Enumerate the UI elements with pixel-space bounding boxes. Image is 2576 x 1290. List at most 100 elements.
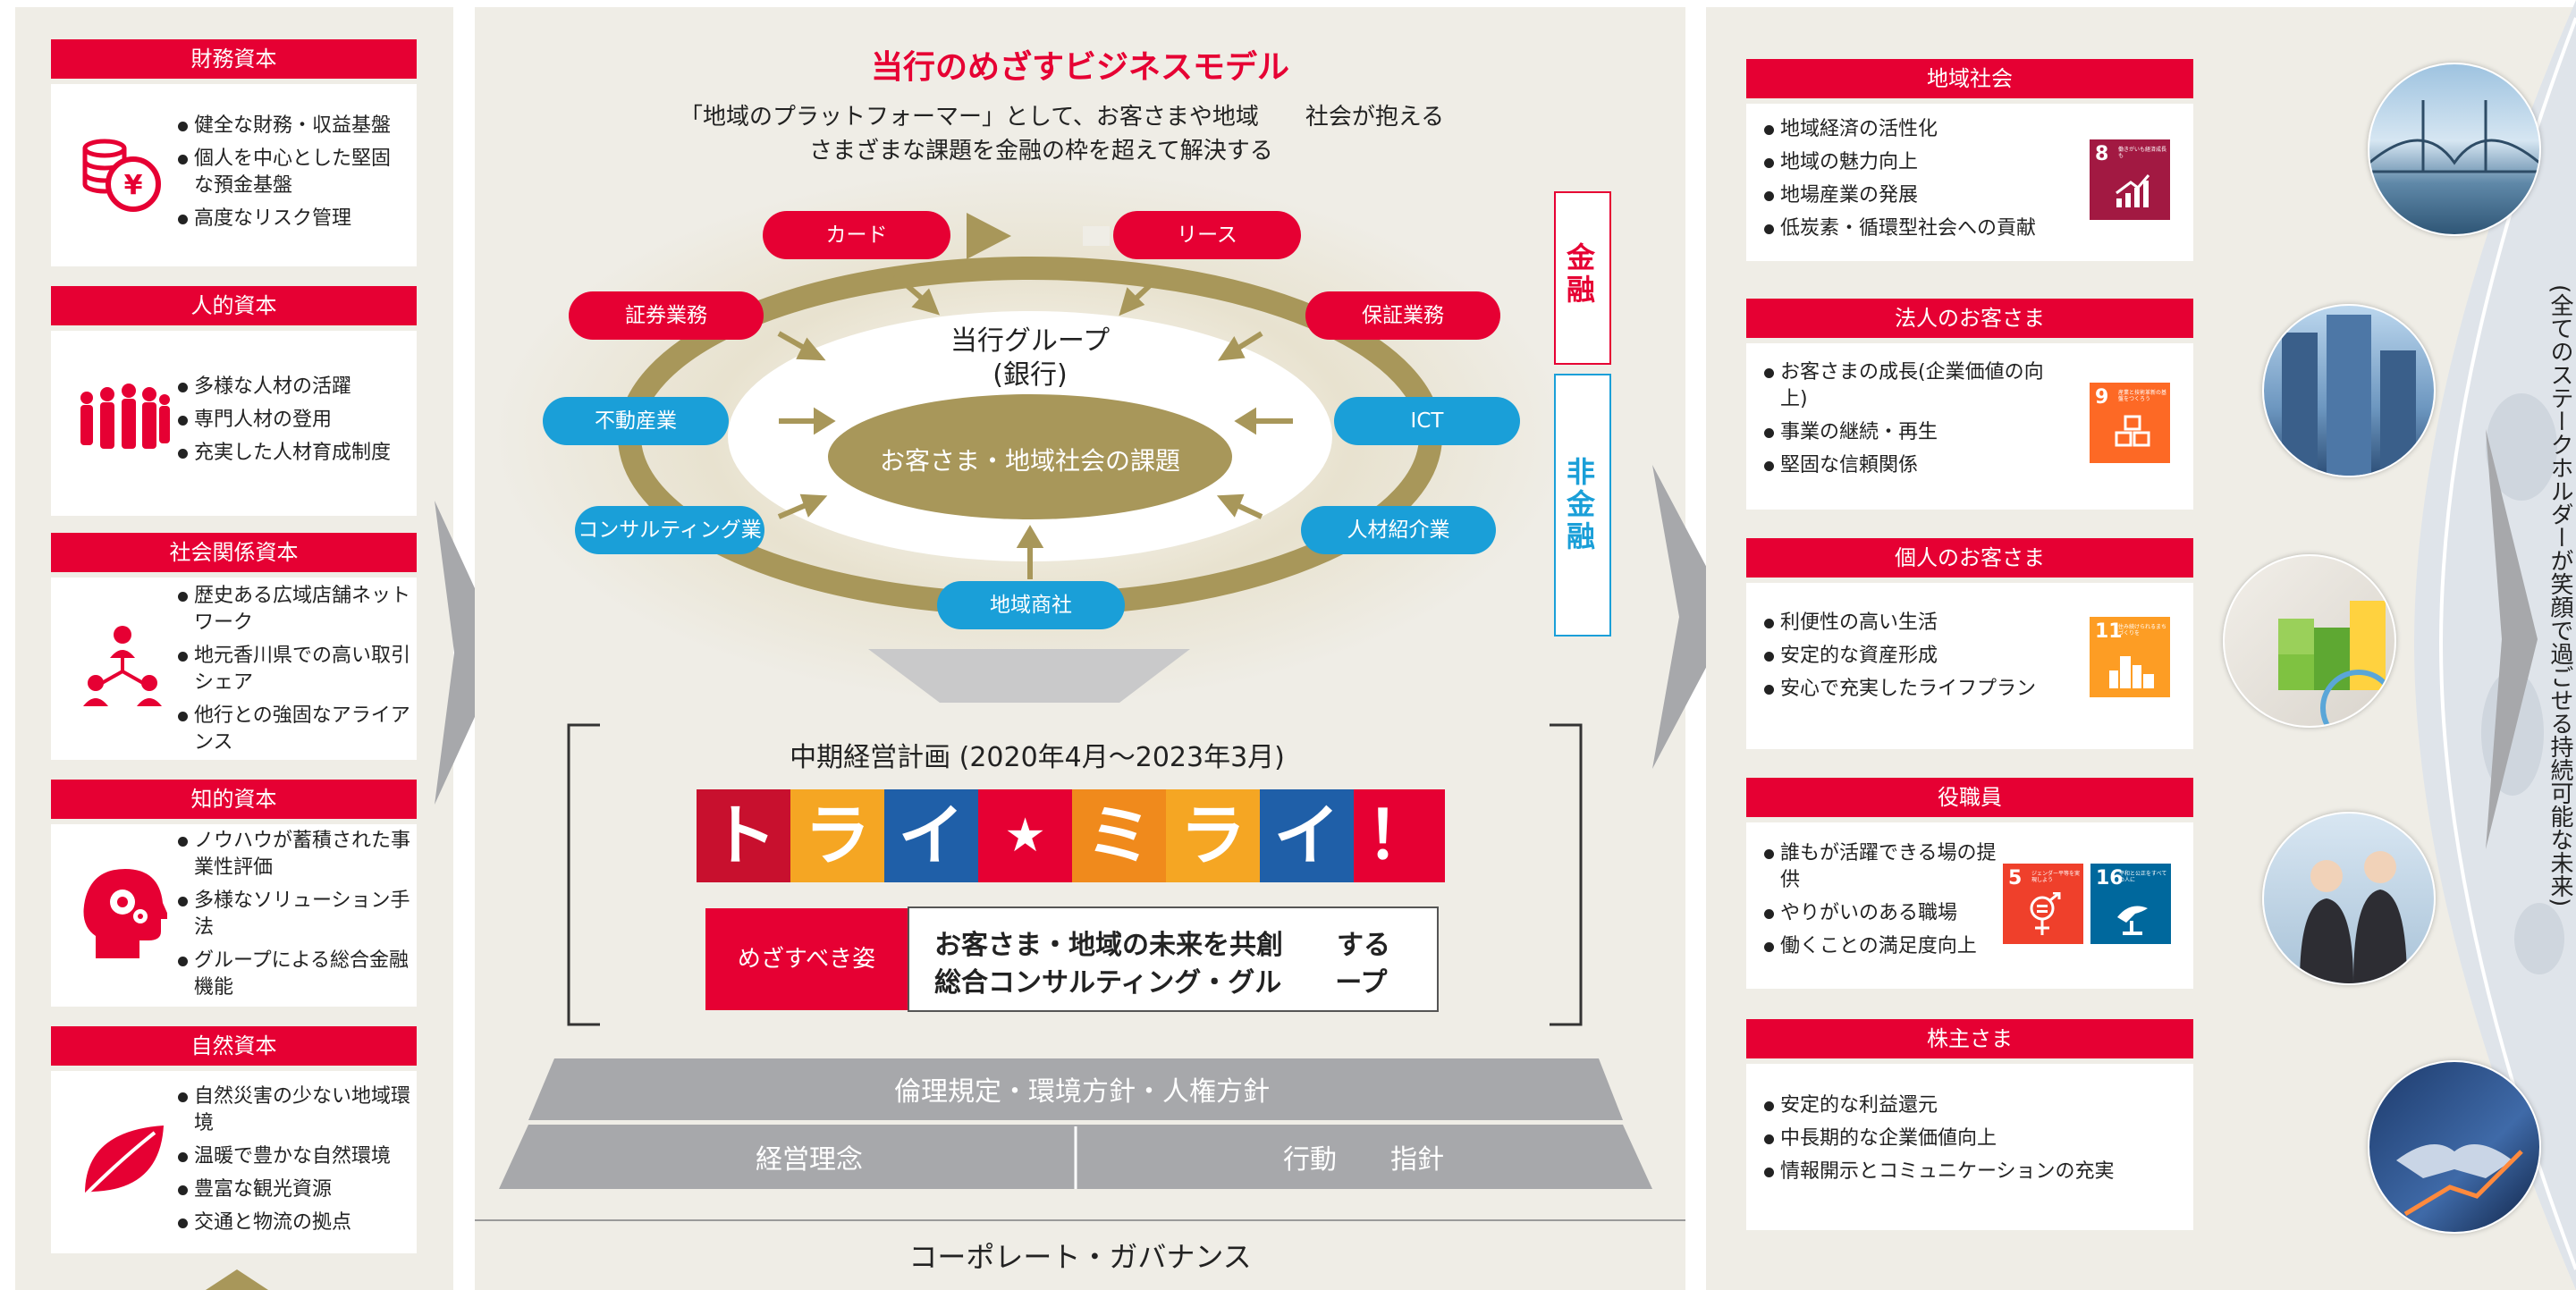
bridge-photo bbox=[2368, 63, 2541, 236]
capital-card-natural: 自然災害の少ない地域環境 温暖で豊かな自然環境 豊富な観光資源 交通と物流の拠点 bbox=[51, 1071, 417, 1253]
capital-header-intellectual: 知的資本 bbox=[51, 780, 417, 819]
stakeholder-header-individual: 個人のお客さま bbox=[1746, 538, 2193, 578]
stakeholder-item: 働くことの満足度向上 bbox=[1762, 933, 2004, 960]
capital-card-human: 多様な人材の活躍 専門人材の登用 充実した人材育成制度 bbox=[51, 331, 417, 516]
sdg-text: 平和と公正をすべての人に bbox=[2119, 871, 2167, 883]
stakeholder-header-region: 地域社会 bbox=[1746, 59, 2193, 98]
sdg-5-icon: 5 ジェンダー平等を実現しよう bbox=[2003, 864, 2083, 944]
sdg-number: 16 bbox=[2096, 867, 2124, 890]
stakeholder-item: 誰もが活躍できる場の提供 bbox=[1762, 840, 2004, 894]
sdg-text: ジェンダー平等を実現しよう bbox=[2031, 871, 2081, 883]
financial-label-box bbox=[1554, 191, 1611, 365]
capital-header-social: 社会関係資本 bbox=[51, 533, 417, 572]
tri-mirai-char: ト bbox=[697, 789, 790, 882]
buildings-photo bbox=[2262, 304, 2436, 477]
capital-item: 専門人材の登用 bbox=[176, 407, 409, 434]
nonfinancial-label: 非金融 bbox=[1566, 455, 1595, 553]
stakeholder-item: 堅固な信頼関係 bbox=[1762, 452, 2057, 479]
tri-mirai-char: ！ bbox=[1354, 789, 1445, 882]
action-guideline-label: 行動 指針 bbox=[1283, 1144, 1444, 1176]
sdg-11-icon: 11 住み続けられるまちづくりを bbox=[2090, 617, 2170, 697]
stakeholder-item: 地域経済の活性化 bbox=[1762, 116, 2084, 143]
stakeholder-item: やりがいのある職場 bbox=[1762, 900, 2004, 927]
capital-header-natural: 自然資本 bbox=[51, 1026, 417, 1066]
sdg-number: 5 bbox=[2008, 867, 2023, 890]
stakeholder-item: 地場産業の発展 bbox=[1762, 182, 2084, 209]
right-arrow-icon bbox=[435, 501, 504, 805]
nonfinancial-label-box bbox=[1554, 374, 1611, 637]
tri-mirai-char: イ bbox=[884, 789, 978, 882]
stakeholder-item: 安心で充実したライフプラン bbox=[1762, 676, 2057, 703]
stakeholder-header-employees: 役職員 bbox=[1746, 778, 2193, 817]
future-vision-text: (全てのステークホルダーが笑顔で過ごせる持続可能な未来) bbox=[2546, 284, 2573, 907]
stakeholder-card-shareholders: 安定的な利益還元 中長期的な企業価値向上 情報開示とコミュニケーションの充実 bbox=[1746, 1064, 2193, 1230]
policies-label: 倫理規定・環境方針・人権方針 bbox=[894, 1076, 1270, 1108]
capital-item: 温暖で豊かな自然環境 bbox=[176, 1143, 418, 1170]
pill-securities: 証券業務 bbox=[569, 291, 764, 340]
capital-item: ノウハウが蓄積された事業性評価 bbox=[176, 828, 418, 881]
stakeholder-item: 安定的な資産形成 bbox=[1762, 643, 2057, 670]
aim-text-line1: お客さま・地域の未来を共創 する bbox=[934, 930, 1390, 961]
stakeholder-item: 事業の継続・再生 bbox=[1762, 419, 2057, 446]
philosophy-label: 経営理念 bbox=[756, 1144, 863, 1176]
pill-recruitment: 人材紹介業 bbox=[1301, 506, 1496, 554]
stakeholder-card-region: 地域経済の活性化 地域の魅力向上 地場産業の発展 低炭素・循環型社会への貢献 8… bbox=[1746, 104, 2193, 261]
capital-item: 多様なソリューション手法 bbox=[176, 888, 418, 941]
coin-yen-icon: ¥ bbox=[82, 139, 161, 212]
core-issue-label: お客さま・地域社会の課題 bbox=[879, 446, 1180, 476]
stakeholder-item: 安定的な利益還元 bbox=[1762, 1092, 2183, 1119]
up-arrow-icon bbox=[206, 1269, 268, 1290]
capital-item: 高度なリスク管理 bbox=[176, 206, 409, 232]
capital-item: 地元香川県での高い取引シェア bbox=[176, 643, 418, 696]
aim-text-line2: 総合コンサルティング・グル ープ bbox=[934, 967, 1388, 999]
sdg-number: 11 bbox=[2095, 620, 2123, 643]
pill-guarantee: 保証業務 bbox=[1305, 291, 1500, 340]
capital-item: 歴史ある広域店舗ネットワーク bbox=[176, 583, 418, 637]
handshake-photo bbox=[2368, 1060, 2541, 1234]
sdg-text: 働きがいも経済成長も bbox=[2118, 147, 2167, 159]
stakeholder-item: 情報開示とコミュニケーションの充実 bbox=[1762, 1159, 2183, 1185]
right-arrow-icon bbox=[1652, 465, 1733, 769]
tri-mirai-char: イ bbox=[1260, 789, 1354, 882]
sdg-number: 8 bbox=[2095, 143, 2109, 165]
stakeholder-header-corporate: 法人のお客さま bbox=[1746, 299, 2193, 338]
blocks-chart-photo bbox=[2223, 554, 2396, 728]
capital-item: 豊富な観光資源 bbox=[176, 1176, 418, 1203]
business-model-diagram bbox=[475, 168, 1685, 1221]
sdg-9-icon: 9 産業と技術革新の基盤をつくろう bbox=[2090, 383, 2170, 463]
business-model-subtitle-line1: 「地域のプラットフォーマー」として、お客さまや地域 社会が抱える bbox=[680, 104, 1445, 131]
pill-real-estate: 不動産業 bbox=[543, 397, 729, 445]
sdg-8-icon: 8 働きがいも経済成長も bbox=[2090, 139, 2170, 220]
right-arrow-icon bbox=[2486, 429, 2538, 849]
stakeholder-card-individual: 利便性の高い生活 安定的な資産形成 安心で充実したライフプラン 11 住み続けら… bbox=[1746, 583, 2193, 749]
stakeholder-card-employees: 誰もが活躍できる場の提供 やりがいのある職場 働くことの満足度向上 5 ジェンダ… bbox=[1746, 822, 2193, 989]
capital-item: 多様な人材の活躍 bbox=[176, 374, 409, 400]
financial-label: 金融 bbox=[1566, 240, 1595, 307]
pill-card: カード bbox=[763, 211, 950, 259]
pill-consulting: コンサルティング業 bbox=[575, 506, 764, 554]
capital-card-intellectual: ノウハウが蓄積された事業性評価 多様なソリューション手法 グループによる総合金融… bbox=[51, 824, 417, 1007]
group-label-line1: 当行グループ bbox=[950, 325, 1111, 357]
stakeholder-item: 低炭素・循環型社会への貢献 bbox=[1762, 215, 2084, 242]
stakeholder-item: 地域の魅力向上 bbox=[1762, 149, 2084, 176]
stakeholder-item: 中長期的な企業価値向上 bbox=[1762, 1126, 2183, 1152]
business-model-title: 当行のめざすビジネスモデル bbox=[870, 49, 1289, 86]
stakeholder-item: 利便性の高い生活 bbox=[1762, 610, 2057, 637]
stakeholder-header-shareholders: 株主さま bbox=[1746, 1019, 2193, 1058]
leaf-icon bbox=[83, 1126, 164, 1197]
sdg-text: 住み続けられるまちづくりを bbox=[2118, 624, 2167, 637]
stakeholder-card-corporate: お客さまの成長(企業価値の向上) 事業の継続・再生 堅固な信頼関係 9 産業と技… bbox=[1746, 343, 2193, 510]
pill-lease: リース bbox=[1113, 211, 1301, 259]
stakeholder-item: お客さまの成長(企業価値の向上) bbox=[1762, 359, 2057, 413]
head-gears-icon bbox=[83, 869, 167, 958]
capital-header-financial: 財務資本 bbox=[51, 39, 417, 79]
capital-item: 健全な財務・収益基盤 bbox=[176, 113, 409, 139]
capital-header-human: 人的資本 bbox=[51, 286, 417, 325]
people-group-icon bbox=[80, 384, 170, 449]
group-label-line2: (銀行) bbox=[992, 359, 1068, 391]
business-model-subtitle-line2: さまざまな課題を金融の枠を超えて解決する bbox=[809, 138, 1273, 164]
business-people-photo bbox=[2262, 812, 2436, 985]
aim-box bbox=[908, 906, 1439, 1012]
pill-ict: ICT bbox=[1334, 397, 1520, 445]
sdg-number: 9 bbox=[2095, 386, 2109, 409]
